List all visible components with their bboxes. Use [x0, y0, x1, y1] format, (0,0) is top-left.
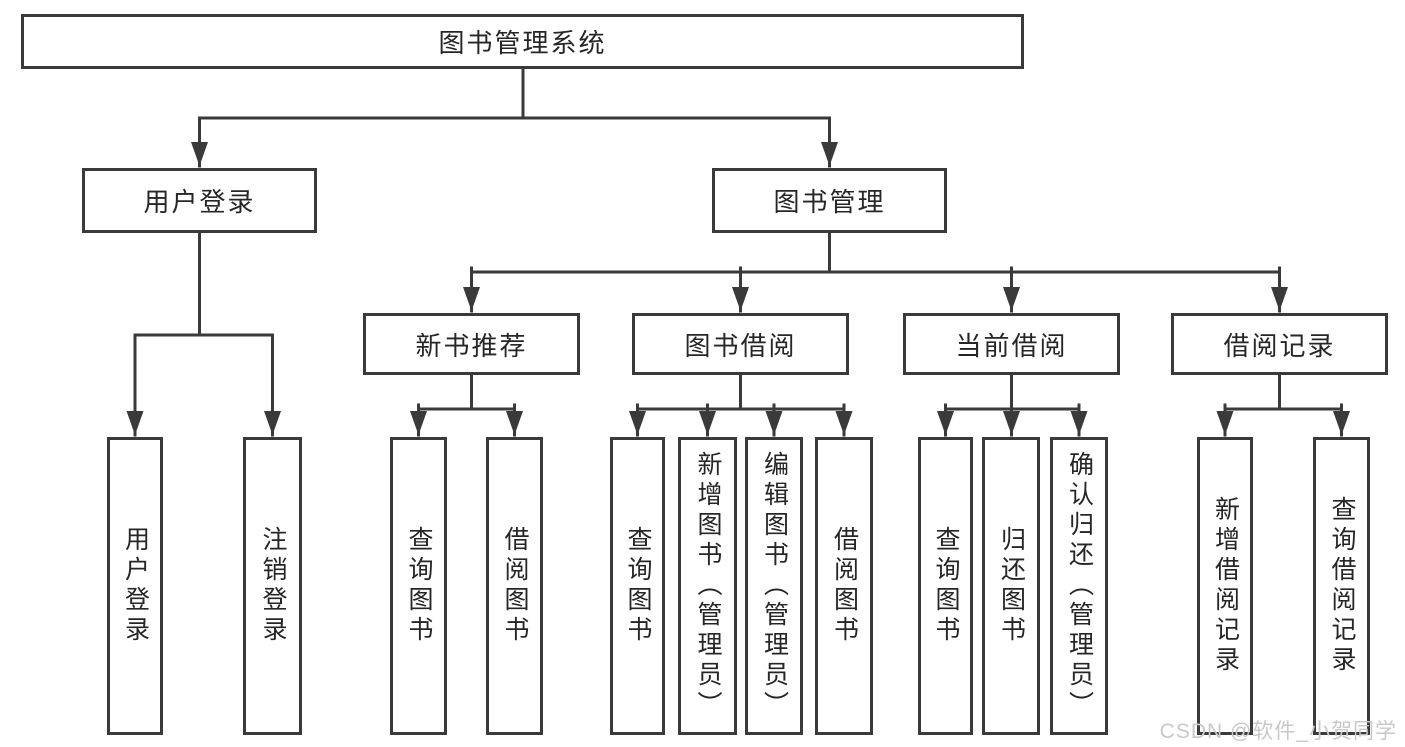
node-book-management: 图书管理: [712, 168, 947, 233]
leaf-user-login: 用户登录: [107, 437, 163, 735]
node-label: 图书管理: [773, 187, 886, 217]
leaf-logout: 注销登录: [243, 437, 302, 735]
leaf-label: 新增借阅记录: [1211, 496, 1240, 676]
leaf-add-borrow-record: 新增借阅记录: [1197, 437, 1253, 735]
leaf-borrow-books-2: 借阅图书: [815, 437, 873, 735]
leaf-label: 编辑图书（管理员）: [760, 451, 789, 721]
node-label: 图书借阅: [684, 330, 797, 361]
leaf-label: 归还图书: [997, 526, 1026, 646]
node-borrow-records: 借阅记录: [1171, 313, 1388, 375]
leaf-confirm-return-admin: 确认归还（管理员）: [1050, 437, 1108, 735]
leaf-label: 查询图书: [405, 526, 433, 646]
node-label: 新书推荐: [415, 330, 528, 361]
node-user-login: 用户登录: [82, 168, 317, 233]
node-label: 图书管理系统: [438, 28, 607, 58]
leaf-return-books: 归还图书: [982, 437, 1040, 735]
leaf-query-books-3: 查询图书: [918, 437, 973, 735]
node-book-borrow: 图书借阅: [632, 313, 849, 375]
leaf-label: 借阅图书: [501, 526, 529, 646]
node-label: 当前借阅: [955, 330, 1068, 361]
leaf-label: 查询借阅记录: [1328, 496, 1356, 676]
leaf-add-book-admin: 新增图书（管理员）: [678, 437, 737, 735]
csdn-watermark: CSDN @软件_小贺同学: [1159, 720, 1397, 743]
leaf-label: 确认归还（管理员）: [1065, 451, 1094, 721]
leaf-query-books-2: 查询图书: [610, 437, 665, 735]
leaf-label: 查询图书: [624, 526, 652, 646]
node-label: 借阅记录: [1223, 330, 1336, 361]
leaf-label: 用户登录: [121, 526, 150, 646]
node-new-book-recommend: 新书推荐: [363, 313, 580, 375]
leaf-borrow-books-1: 借阅图书: [486, 437, 543, 735]
leaf-label: 新增图书（管理员）: [694, 451, 722, 721]
leaf-edit-book-admin: 编辑图书（管理员）: [745, 437, 803, 735]
leaf-label: 借阅图书: [830, 526, 859, 646]
leaf-query-borrow-record: 查询借阅记录: [1313, 437, 1370, 735]
node-root-library-system: 图书管理系统: [21, 14, 1024, 69]
leaf-query-books-1: 查询图书: [390, 437, 447, 735]
leaf-label: 查询图书: [932, 526, 960, 646]
leaf-label: 注销登录: [259, 526, 287, 646]
node-current-borrow: 当前借阅: [903, 313, 1120, 375]
node-label: 用户登录: [143, 187, 256, 217]
